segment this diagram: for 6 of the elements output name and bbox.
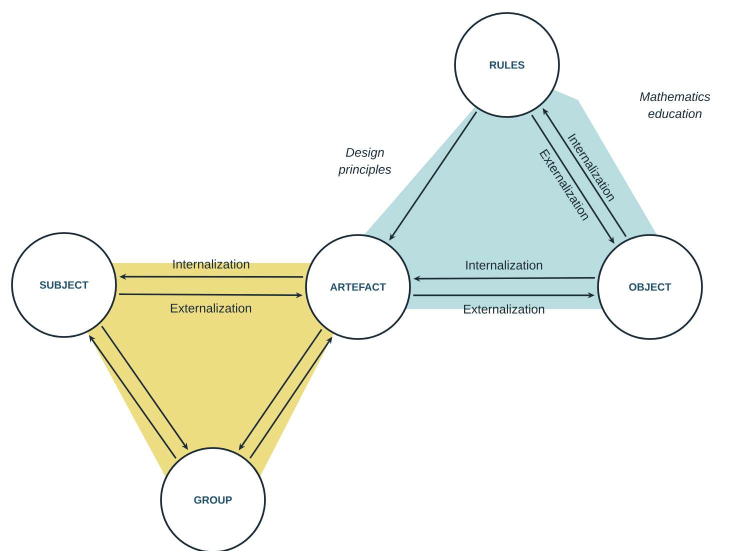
node-label: GROUP <box>194 496 232 504</box>
annotation-text: Mathematics education <box>640 92 710 118</box>
annotation-text: Design principles <box>338 148 392 176</box>
edge-label: Internalization <box>466 260 542 270</box>
edge-label: Externalization <box>170 303 252 313</box>
edge-label: Externalization <box>464 304 544 314</box>
